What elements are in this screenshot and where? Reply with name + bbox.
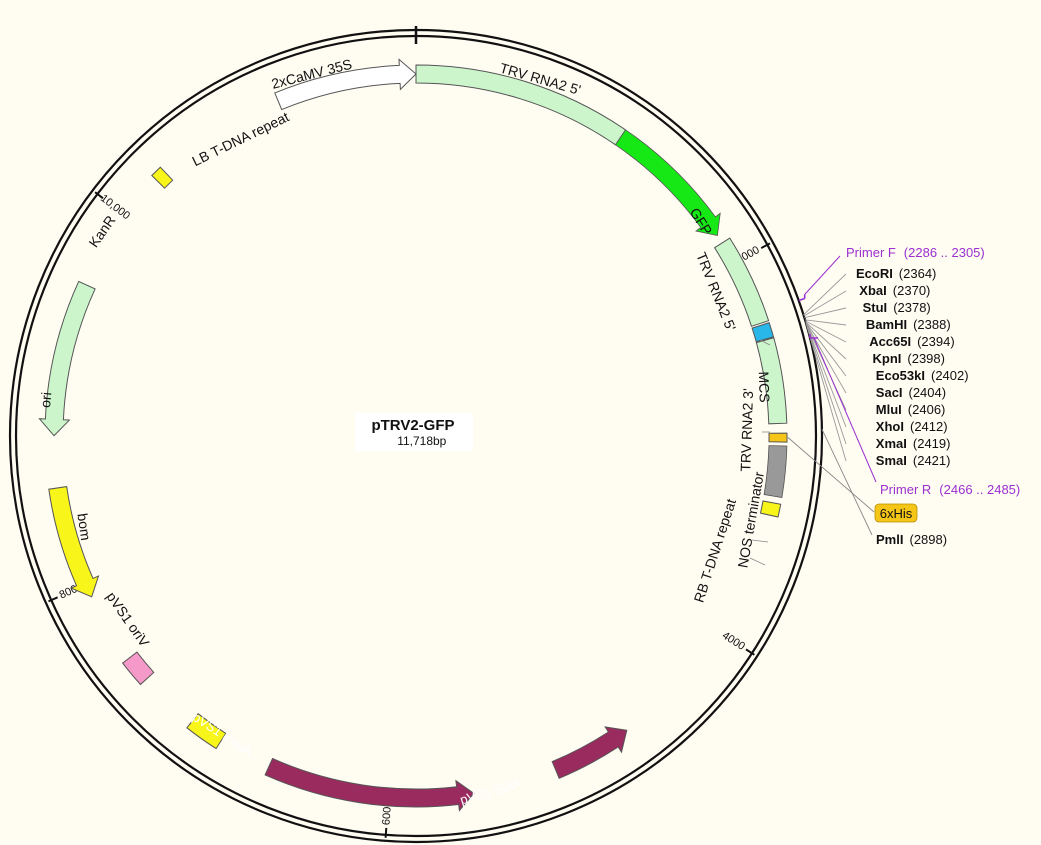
feature-mcs[interactable] <box>751 321 775 343</box>
site-position: (2402) <box>931 368 969 383</box>
site-position: (2412) <box>910 419 948 434</box>
his-tag-box[interactable] <box>874 503 918 523</box>
site-position: (2406) <box>908 402 946 417</box>
his-line <box>787 437 875 513</box>
label-pvs1-oriv: pVS1 oriV <box>103 589 153 650</box>
site-position: (2388) <box>913 317 951 332</box>
site-stui[interactable]: StuI <box>863 300 888 315</box>
feature-gfp[interactable] <box>614 129 721 236</box>
feature-pvs1-oriv[interactable] <box>186 712 227 750</box>
site-position: (2404) <box>909 385 947 400</box>
plasmid-length: 11,718 <box>397 434 433 448</box>
site-xhoi[interactable]: XhoI <box>876 419 904 434</box>
site-line <box>803 273 847 316</box>
primer-r-line <box>813 337 877 483</box>
site-line <box>806 326 847 462</box>
site-position: (2419) <box>913 436 951 451</box>
label-kanr: KanR <box>85 212 118 250</box>
site-line <box>805 322 847 394</box>
primer-r-label[interactable]: Primer R <box>880 482 931 497</box>
tick-mark <box>94 191 104 200</box>
tick-mark <box>745 648 755 656</box>
leader-line <box>759 339 771 346</box>
site-saci[interactable]: SacI <box>876 385 903 400</box>
site-acc65i[interactable]: Acc65I <box>869 334 911 349</box>
leader-line <box>749 557 766 566</box>
feature-pvs1-repa[interactable] <box>264 757 475 812</box>
site-position: (2378) <box>893 300 931 315</box>
primer-f-mark <box>798 294 806 302</box>
label-ori: ori <box>37 391 54 408</box>
site-line <box>806 326 847 445</box>
site-pmli[interactable]: PmlI <box>876 532 903 547</box>
feature-nos-terminator[interactable] <box>763 445 788 498</box>
feature-rb-t-dna[interactable] <box>759 500 782 518</box>
pmli-line <box>821 428 873 536</box>
plasmid-length-unit: bp <box>433 434 447 448</box>
label-nos-terminator: NOS terminator <box>734 470 767 569</box>
site-line <box>805 322 847 377</box>
site-line <box>804 307 847 319</box>
leader-line <box>751 539 769 543</box>
site-mlui[interactable]: MluI <box>876 402 902 417</box>
label-trv-rna2-3: TRV RNA2 3' <box>737 388 756 472</box>
feature-trv-rna2-3[interactable] <box>755 337 788 425</box>
site-position: (2364) <box>899 266 937 281</box>
tick-label: 4000 <box>720 630 747 653</box>
feature-kanr[interactable] <box>38 280 96 437</box>
feature-ori[interactable] <box>48 486 100 598</box>
primer-r-range: (2466 .. 2485) <box>939 482 1020 497</box>
tick-mark <box>384 827 388 838</box>
site-line <box>806 324 847 428</box>
feature-camv-35s[interactable] <box>274 58 417 111</box>
feature-bom[interactable] <box>121 651 155 686</box>
features <box>38 58 788 812</box>
primer-f-label[interactable]: Primer F <box>846 245 896 260</box>
title-backdrop <box>355 413 473 451</box>
site-position: (2421) <box>913 453 951 468</box>
label-mcs: MCS <box>756 371 773 403</box>
his-tag-label: 6xHis <box>880 506 913 521</box>
label-lb-t-dna: LB T-DNA repeat <box>189 108 291 169</box>
site-eco53ki[interactable]: Eco53kI <box>876 368 925 383</box>
primer-f-line <box>804 255 841 295</box>
site-position: (2898) <box>910 532 948 547</box>
site-smai[interactable]: SmaI <box>876 453 907 468</box>
site-line <box>804 319 847 326</box>
site-ecori[interactable]: EcoRI <box>856 266 893 281</box>
site-line <box>803 290 847 317</box>
tick-mark <box>760 242 771 249</box>
tick-mark <box>48 596 59 603</box>
feature-his-tag[interactable] <box>768 432 788 443</box>
feature-trv-rna2-5-b[interactable] <box>713 237 770 327</box>
site-line <box>805 320 847 343</box>
site-xbai[interactable]: XbaI <box>859 283 886 298</box>
plasmid-name: pTRV2-GFP <box>371 417 454 434</box>
site-kpni[interactable]: KpnI <box>873 351 902 366</box>
site-line <box>805 321 847 360</box>
site-position: (2398) <box>907 351 945 366</box>
label-rb-t-dna: RB T-DNA repeat <box>690 497 739 605</box>
site-xmai[interactable]: XmaI <box>876 436 907 451</box>
site-position: (2370) <box>893 283 931 298</box>
primer-f-range: (2286 .. 2305) <box>904 245 985 260</box>
feature-pvs1-staa[interactable] <box>551 726 628 779</box>
site-position: (2394) <box>917 334 955 349</box>
label-pvs1-staa: pVS1 StaA <box>458 774 524 807</box>
site-bamhi[interactable]: BamHI <box>866 317 907 332</box>
feature-lb-t-dna[interactable] <box>151 166 174 189</box>
restriction-sites: EcoRI (2364) XbaI (2370) StuI (2378) BamHI (238… <box>787 245 1020 547</box>
label-bom: bom <box>74 512 94 541</box>
